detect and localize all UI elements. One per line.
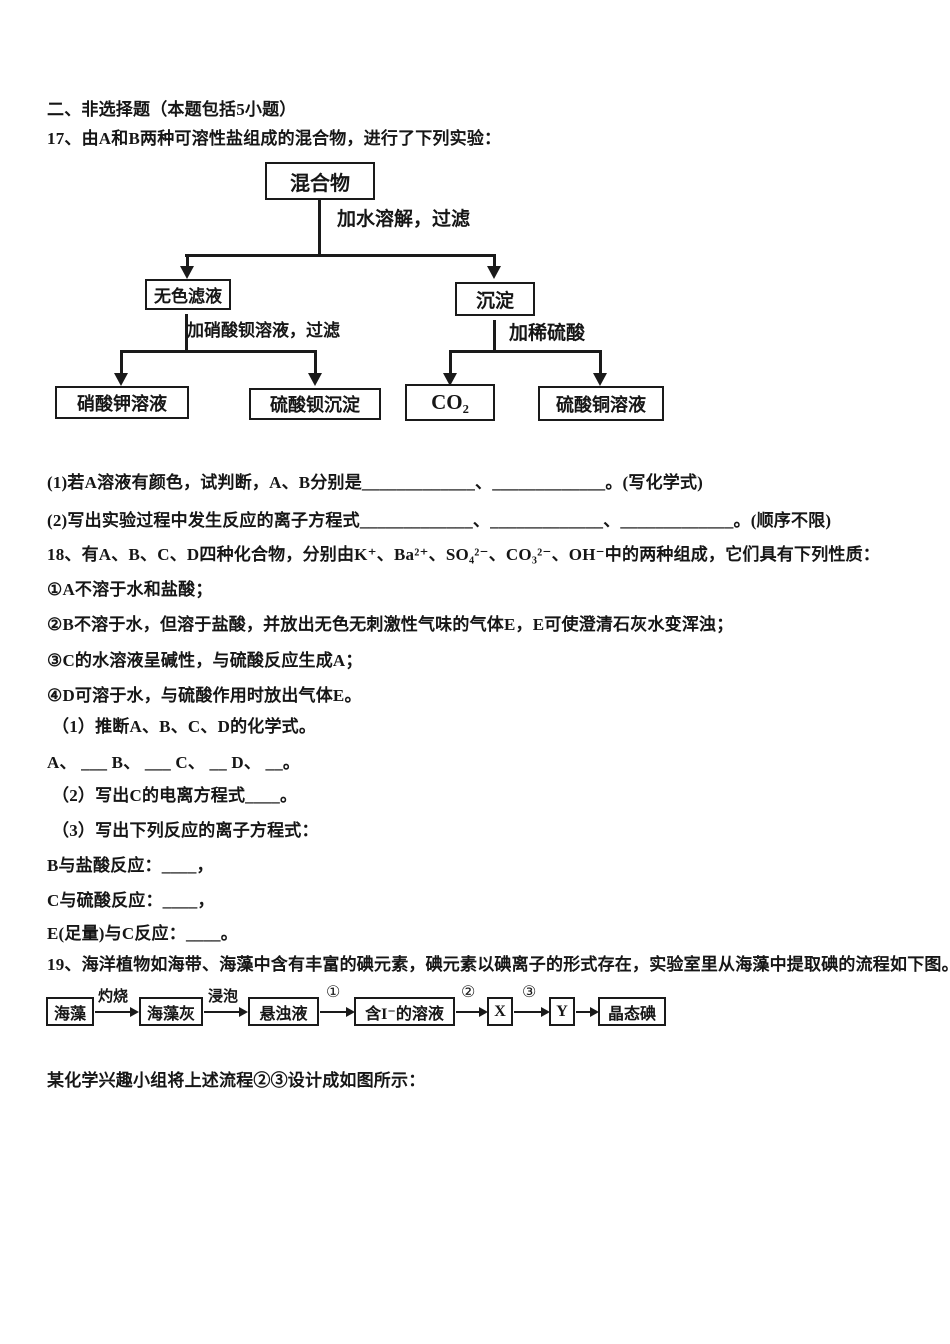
q18-prop-3: ③C的水溶液呈碱性，与硫酸反应生成A；	[47, 651, 363, 670]
q17-sub2: (2)写出实验过程中发生反应的离子方程式_____________、______…	[47, 511, 832, 530]
flow-node-seaweed-ash: 海藻灰	[139, 997, 203, 1026]
arrow-down-icon	[114, 373, 128, 386]
arrow-right-icon	[479, 1007, 488, 1017]
q17-intro: 17、由A和B两种可溶性盐组成的混合物，进行了下列实验：	[47, 129, 502, 148]
connector-line	[120, 350, 123, 374]
arrow-right-icon	[346, 1007, 355, 1017]
arrow-right-icon	[239, 1007, 248, 1017]
arrow-right-icon	[541, 1007, 550, 1017]
q19-flowchart: 海藻 灼烧 海藻灰 浸泡 悬浊液 ① 含I⁻的溶液 ② X ③ Y 晶态碘	[45, 984, 705, 1040]
section-header: 二、非选择题（本题包括5小题）	[47, 100, 297, 119]
connector-line	[493, 254, 496, 268]
connector-line	[185, 254, 496, 257]
flow-node-x: X	[487, 997, 513, 1026]
q18-formula-blanks: A、 ___ B、 ___ C、 __ D、 __。	[47, 753, 301, 772]
flow-step-label-3: ③	[522, 984, 537, 1001]
connector-line	[493, 320, 496, 350]
flow-node-crystal-iodine: 晶态碘	[598, 997, 666, 1026]
flow-step-label-2: ②	[461, 984, 476, 1001]
q18-sub3: （3）写出下列反应的离子方程式：	[52, 821, 319, 840]
arrow-down-icon	[443, 373, 457, 386]
flow-node-suspension: 悬浊液	[248, 997, 319, 1026]
q18-prop-4: ④D可溶于水，与硫酸作用时放出气体E。	[47, 686, 362, 705]
q18-sub2: （2）写出C的电离方程式____。	[52, 786, 298, 805]
flow-step-label-1: ①	[326, 984, 341, 1001]
q18-intro: 18、有A、B、C、D四种化合物，分别由K⁺、Ba²⁺、SO₄²⁻、CO₃²⁻、…	[47, 545, 881, 564]
q17-flowchart: 混合物 加水溶解，过滤 无色滤液 沉淀 加硝酸钡溶液，过滤 加稀硫酸 硝酸钾溶液…	[45, 158, 735, 438]
flow-box-co2: CO₂	[405, 384, 495, 421]
flow-label-dissolve-filter: 加水溶解，过滤	[337, 209, 471, 230]
connector-line	[599, 350, 602, 374]
connector-line	[185, 314, 188, 350]
flow-node-iodide-solution: 含I⁻的溶液	[354, 997, 455, 1026]
arrow-down-icon	[308, 373, 322, 386]
connector-line	[514, 1011, 542, 1013]
q18-prop-2: ②B不溶于水，但溶于盐酸，并放出无色无刺激性气味的气体E，E可使澄清石灰水变浑浊…	[47, 615, 734, 634]
connector-line	[314, 350, 317, 374]
connector-line	[120, 350, 317, 353]
q18-rxn1: B与盐酸反应：____，	[47, 856, 214, 875]
flow-step-label-soak: 浸泡	[208, 989, 239, 1005]
connector-line	[456, 1011, 480, 1013]
flow-box-baso4-precipitate: 硫酸钡沉淀	[249, 388, 381, 420]
connector-line	[576, 1011, 591, 1013]
connector-line	[449, 350, 452, 374]
flow-box-kno3-solution: 硝酸钾溶液	[55, 386, 189, 419]
q19-intro: 19、海洋植物如海带、海藻中含有丰富的碘元素，碘元素以碘离子的形式存在，实验室里…	[47, 955, 950, 974]
flow-label-add-dilute-h2so4: 加稀硫酸	[509, 323, 586, 344]
connector-line	[320, 1011, 347, 1013]
flow-box-mixture: 混合物	[265, 162, 375, 200]
connector-line	[186, 254, 189, 268]
connector-line	[449, 350, 602, 353]
flow-label-add-bano3-filter: 加硝酸钡溶液，过滤	[187, 321, 340, 340]
q17-sub1: (1)若A溶液有颜色，试判断，A、B分别是_____________、_____…	[47, 473, 704, 492]
q18-prop-1: ①A不溶于水和盐酸；	[47, 580, 213, 599]
q19-footer: 某化学兴趣小组将上述流程②③设计成如图所示：	[47, 1071, 426, 1090]
q18-sub1: （1）推断A、B、C、D的化学式。	[52, 717, 317, 736]
flow-node-seaweed: 海藻	[46, 997, 94, 1026]
q18-rxn3: E(足量)与C反应：____。	[47, 924, 238, 943]
arrow-right-icon	[130, 1007, 139, 1017]
arrow-down-icon	[180, 266, 194, 279]
flow-box-filtrate: 无色滤液	[145, 279, 231, 310]
connector-line	[318, 200, 321, 254]
flow-box-cuso4-solution: 硫酸铜溶液	[538, 386, 664, 421]
arrow-down-icon	[593, 373, 607, 386]
q18-rxn2: C与硫酸反应：____，	[47, 891, 215, 910]
connector-line	[95, 1011, 131, 1013]
arrow-right-icon	[590, 1007, 599, 1017]
arrow-down-icon	[487, 266, 501, 279]
flow-step-label-roast: 灼烧	[98, 989, 129, 1005]
flow-node-y: Y	[549, 997, 575, 1026]
connector-line	[204, 1011, 240, 1013]
flow-box-precipitate: 沉淀	[455, 282, 535, 316]
